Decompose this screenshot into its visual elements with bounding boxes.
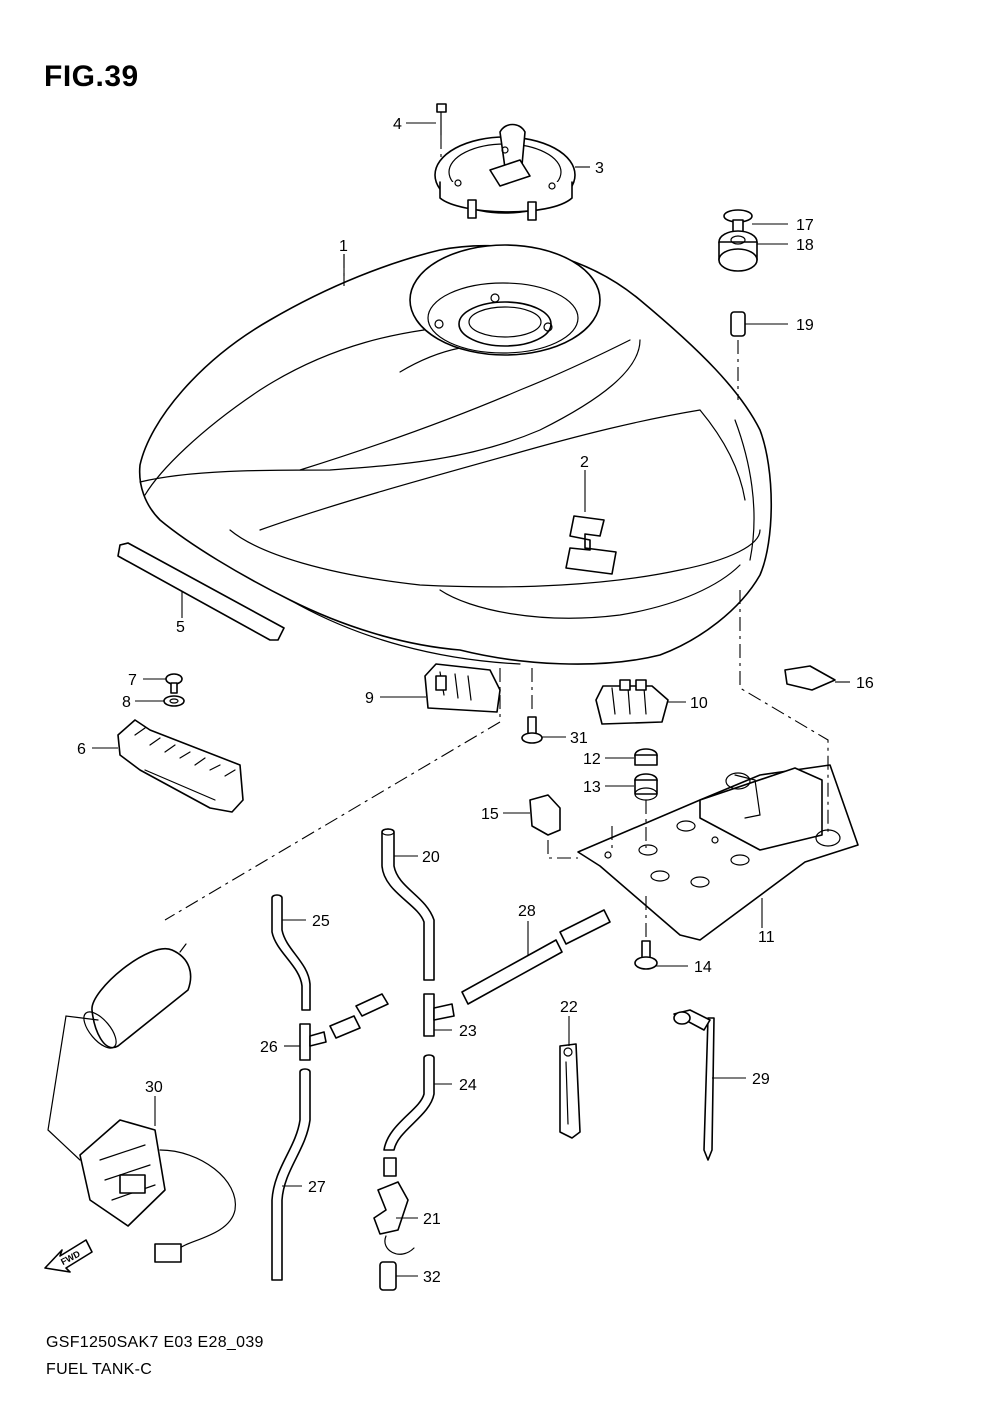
joint-26 bbox=[299, 1023, 327, 1061]
cushion-15 bbox=[529, 794, 561, 836]
hose-short-26 bbox=[329, 993, 389, 1039]
callout-1: 1 bbox=[339, 238, 348, 255]
clamp-9 bbox=[424, 663, 501, 713]
fuel-cap bbox=[434, 123, 576, 221]
collar-19 bbox=[730, 311, 746, 337]
clip-21 bbox=[373, 1157, 415, 1255]
callout-6: 6 bbox=[77, 741, 86, 758]
washer-8 bbox=[163, 695, 185, 707]
seal-strip bbox=[117, 542, 285, 641]
callout-2: 2 bbox=[580, 454, 589, 471]
callout-5: 5 bbox=[176, 619, 185, 636]
callout-13: 13 bbox=[583, 779, 601, 796]
callout-23: 23 bbox=[459, 1023, 477, 1040]
cushion-18 bbox=[718, 230, 758, 272]
clamp-22 bbox=[559, 1043, 581, 1139]
callout-28: 28 bbox=[518, 903, 536, 920]
cushion-13 bbox=[634, 773, 658, 801]
bracket-6 bbox=[117, 719, 244, 813]
figure-title: FIG.39 bbox=[44, 60, 139, 93]
callout-21: 21 bbox=[423, 1211, 441, 1228]
callout-9: 9 bbox=[365, 690, 374, 707]
hose-28 bbox=[461, 909, 611, 1005]
callout-12: 12 bbox=[583, 751, 601, 768]
fuel-tank bbox=[138, 244, 772, 665]
callout-4: 4 bbox=[393, 116, 402, 133]
callout-32: 32 bbox=[423, 1269, 441, 1286]
callout-16: 16 bbox=[856, 675, 874, 692]
callout-labels: 1 2 3 4 5 6 7 8 9 10 11 12 13 14 15 16 1… bbox=[77, 116, 874, 1286]
collar-12 bbox=[634, 748, 658, 766]
callout-24: 24 bbox=[459, 1077, 477, 1094]
callout-25: 25 bbox=[312, 913, 330, 930]
fwd-arrow-icon: FWD bbox=[44, 1239, 93, 1273]
callout-22: 22 bbox=[560, 999, 578, 1016]
bolt-14 bbox=[634, 940, 658, 970]
callout-14: 14 bbox=[694, 959, 712, 976]
hose-25 bbox=[271, 894, 311, 1011]
bolt-31 bbox=[521, 716, 543, 744]
model-code: GSF1250SAK7 E03 E28_039 bbox=[46, 1334, 264, 1351]
callout-30: 30 bbox=[145, 1079, 163, 1096]
hose-20 bbox=[381, 828, 435, 981]
callout-8: 8 bbox=[122, 694, 131, 711]
hose-27 bbox=[271, 1068, 311, 1281]
figure-caption: FUEL TANK-C bbox=[46, 1361, 153, 1378]
pad-16 bbox=[784, 665, 836, 691]
callout-26: 26 bbox=[260, 1039, 278, 1056]
callout-15: 15 bbox=[481, 806, 499, 823]
callout-10: 10 bbox=[690, 695, 708, 712]
clamp-band-29 bbox=[673, 1009, 715, 1161]
callout-29: 29 bbox=[752, 1071, 770, 1088]
joint-23 bbox=[423, 993, 455, 1037]
callout-17: 17 bbox=[796, 217, 814, 234]
callout-27: 27 bbox=[308, 1179, 326, 1196]
callout-11: 11 bbox=[758, 929, 775, 946]
leader-lines bbox=[92, 122, 850, 1277]
callout-18: 18 bbox=[796, 237, 814, 254]
callout-7: 7 bbox=[128, 672, 137, 689]
tank-bracket bbox=[577, 764, 859, 941]
screw-7 bbox=[165, 673, 183, 694]
callout-3: 3 bbox=[595, 160, 604, 177]
callout-20: 20 bbox=[422, 849, 440, 866]
hose-24 bbox=[383, 1054, 435, 1151]
fuel-pump bbox=[47, 943, 236, 1263]
callout-31: 31 bbox=[570, 730, 588, 747]
collar-32 bbox=[379, 1261, 397, 1291]
clamp-10 bbox=[595, 679, 669, 725]
callout-19: 19 bbox=[796, 317, 814, 334]
cap-bolt bbox=[436, 103, 447, 160]
